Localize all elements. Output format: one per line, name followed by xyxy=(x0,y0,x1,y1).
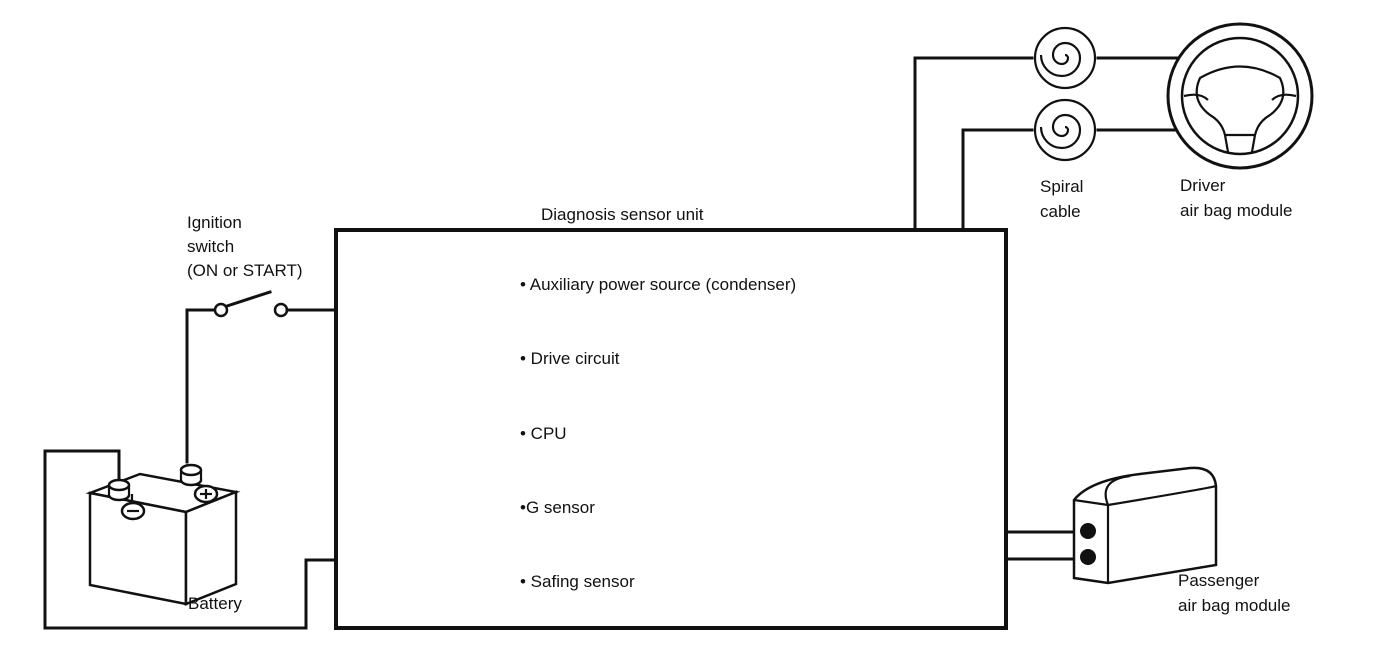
driver-label-line1: Driver xyxy=(1180,176,1226,195)
ignition-label-line1: Ignition xyxy=(187,213,242,232)
spiral-label-line1: Spiral xyxy=(1040,177,1083,196)
diagnosis-sensor-unit-box xyxy=(334,228,1008,630)
passenger-label-line2: air bag module xyxy=(1178,596,1290,615)
spiral-cable-upper xyxy=(1033,26,1097,90)
battery xyxy=(43,449,338,630)
spiral-label-line2: cable xyxy=(1040,202,1081,221)
unit-item-drive-circuit: • Drive circuit xyxy=(520,349,620,368)
wire-to-lower-spiral xyxy=(961,128,1034,232)
passenger-label-line1: Passenger xyxy=(1178,571,1260,590)
unit-item-g-sensor: •G sensor xyxy=(520,498,595,517)
passenger-airbag-module xyxy=(1072,466,1218,585)
unit-item-cpu: • CPU xyxy=(520,424,567,443)
driver-label-line2: air bag module xyxy=(1180,201,1292,220)
diagnosis-sensor-unit-title: Diagnosis sensor unit xyxy=(541,205,704,224)
wire-to-upper-spiral xyxy=(913,56,1034,232)
ignition-switch xyxy=(185,290,338,464)
battery-label: Battery xyxy=(188,594,242,613)
spiral-cable-lower xyxy=(1033,98,1097,162)
unit-item-auxiliary-power-source: • Auxiliary power source (condenser) xyxy=(520,275,796,294)
ignition-label-line3: (ON or START) xyxy=(187,261,303,280)
unit-item-safing-sensor: • Safing sensor xyxy=(520,572,635,591)
ignition-label-line2: switch xyxy=(187,237,234,256)
steering-wheel-icon xyxy=(1166,22,1314,170)
